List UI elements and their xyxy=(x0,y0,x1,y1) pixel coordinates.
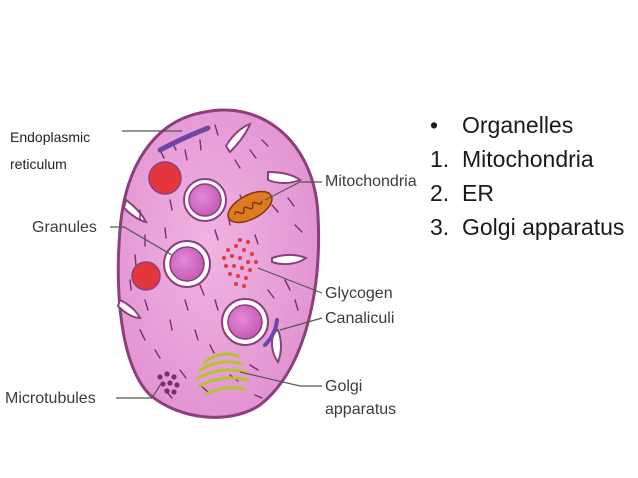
organelles-list: • Organelles 1. Mitochondria 2. ER 3. Go… xyxy=(430,108,635,244)
mitochondrion xyxy=(227,190,273,224)
list-heading-text: Organelles xyxy=(462,112,574,138)
label-glycogen: Glycogen xyxy=(325,285,393,302)
list-item-number: 1. xyxy=(430,146,450,172)
canaliculi-channels xyxy=(116,122,309,365)
red-granule xyxy=(131,261,161,291)
glycogen-particles xyxy=(222,238,258,288)
list-item-number: 3. xyxy=(430,214,450,240)
leader-microtubules xyxy=(116,381,163,399)
leader-granules xyxy=(110,226,173,256)
label-golgi-line1: Golgi xyxy=(325,378,363,395)
endoplasmic-reticulum-2 xyxy=(263,318,279,347)
list-item-text: Mitochondria xyxy=(462,146,594,172)
leader-lines xyxy=(110,130,323,399)
bullet-marker: • xyxy=(430,112,439,138)
purple-granule xyxy=(183,178,227,222)
endoplasmic-reticulum xyxy=(157,125,211,153)
leader-canaliculi xyxy=(279,317,323,331)
label-canaliculi: Canaliculi xyxy=(325,310,395,327)
leader-glycogen xyxy=(257,267,323,294)
list-heading: • Organelles xyxy=(430,108,635,142)
label-endoplasmic-line2: reticulum xyxy=(10,156,67,172)
leader-mitochondria xyxy=(264,181,322,201)
leader-golgi xyxy=(239,371,322,387)
label-golgi-line2: apparatus xyxy=(325,401,397,418)
purple-granule xyxy=(221,298,269,346)
golgi-apparatus xyxy=(196,352,250,396)
list-item: 3. Golgi apparatus xyxy=(430,210,635,244)
list-item-text: Golgi apparatus xyxy=(462,214,625,240)
list-item-number: 2. xyxy=(430,180,450,206)
list-item-text: ER xyxy=(462,180,494,206)
list-item: 1. Mitochondria xyxy=(430,142,635,176)
label-endoplasmic-line1: Endoplasmic xyxy=(10,129,91,145)
microtubule-cluster xyxy=(157,371,180,395)
list-item: 2. ER xyxy=(430,176,635,210)
red-granule xyxy=(148,161,182,195)
label-mitochondria: Mitochondria xyxy=(325,173,417,190)
label-granules: Granules xyxy=(32,219,97,236)
purple-granule xyxy=(163,240,211,288)
label-microtubules: Microtubules xyxy=(5,390,96,407)
